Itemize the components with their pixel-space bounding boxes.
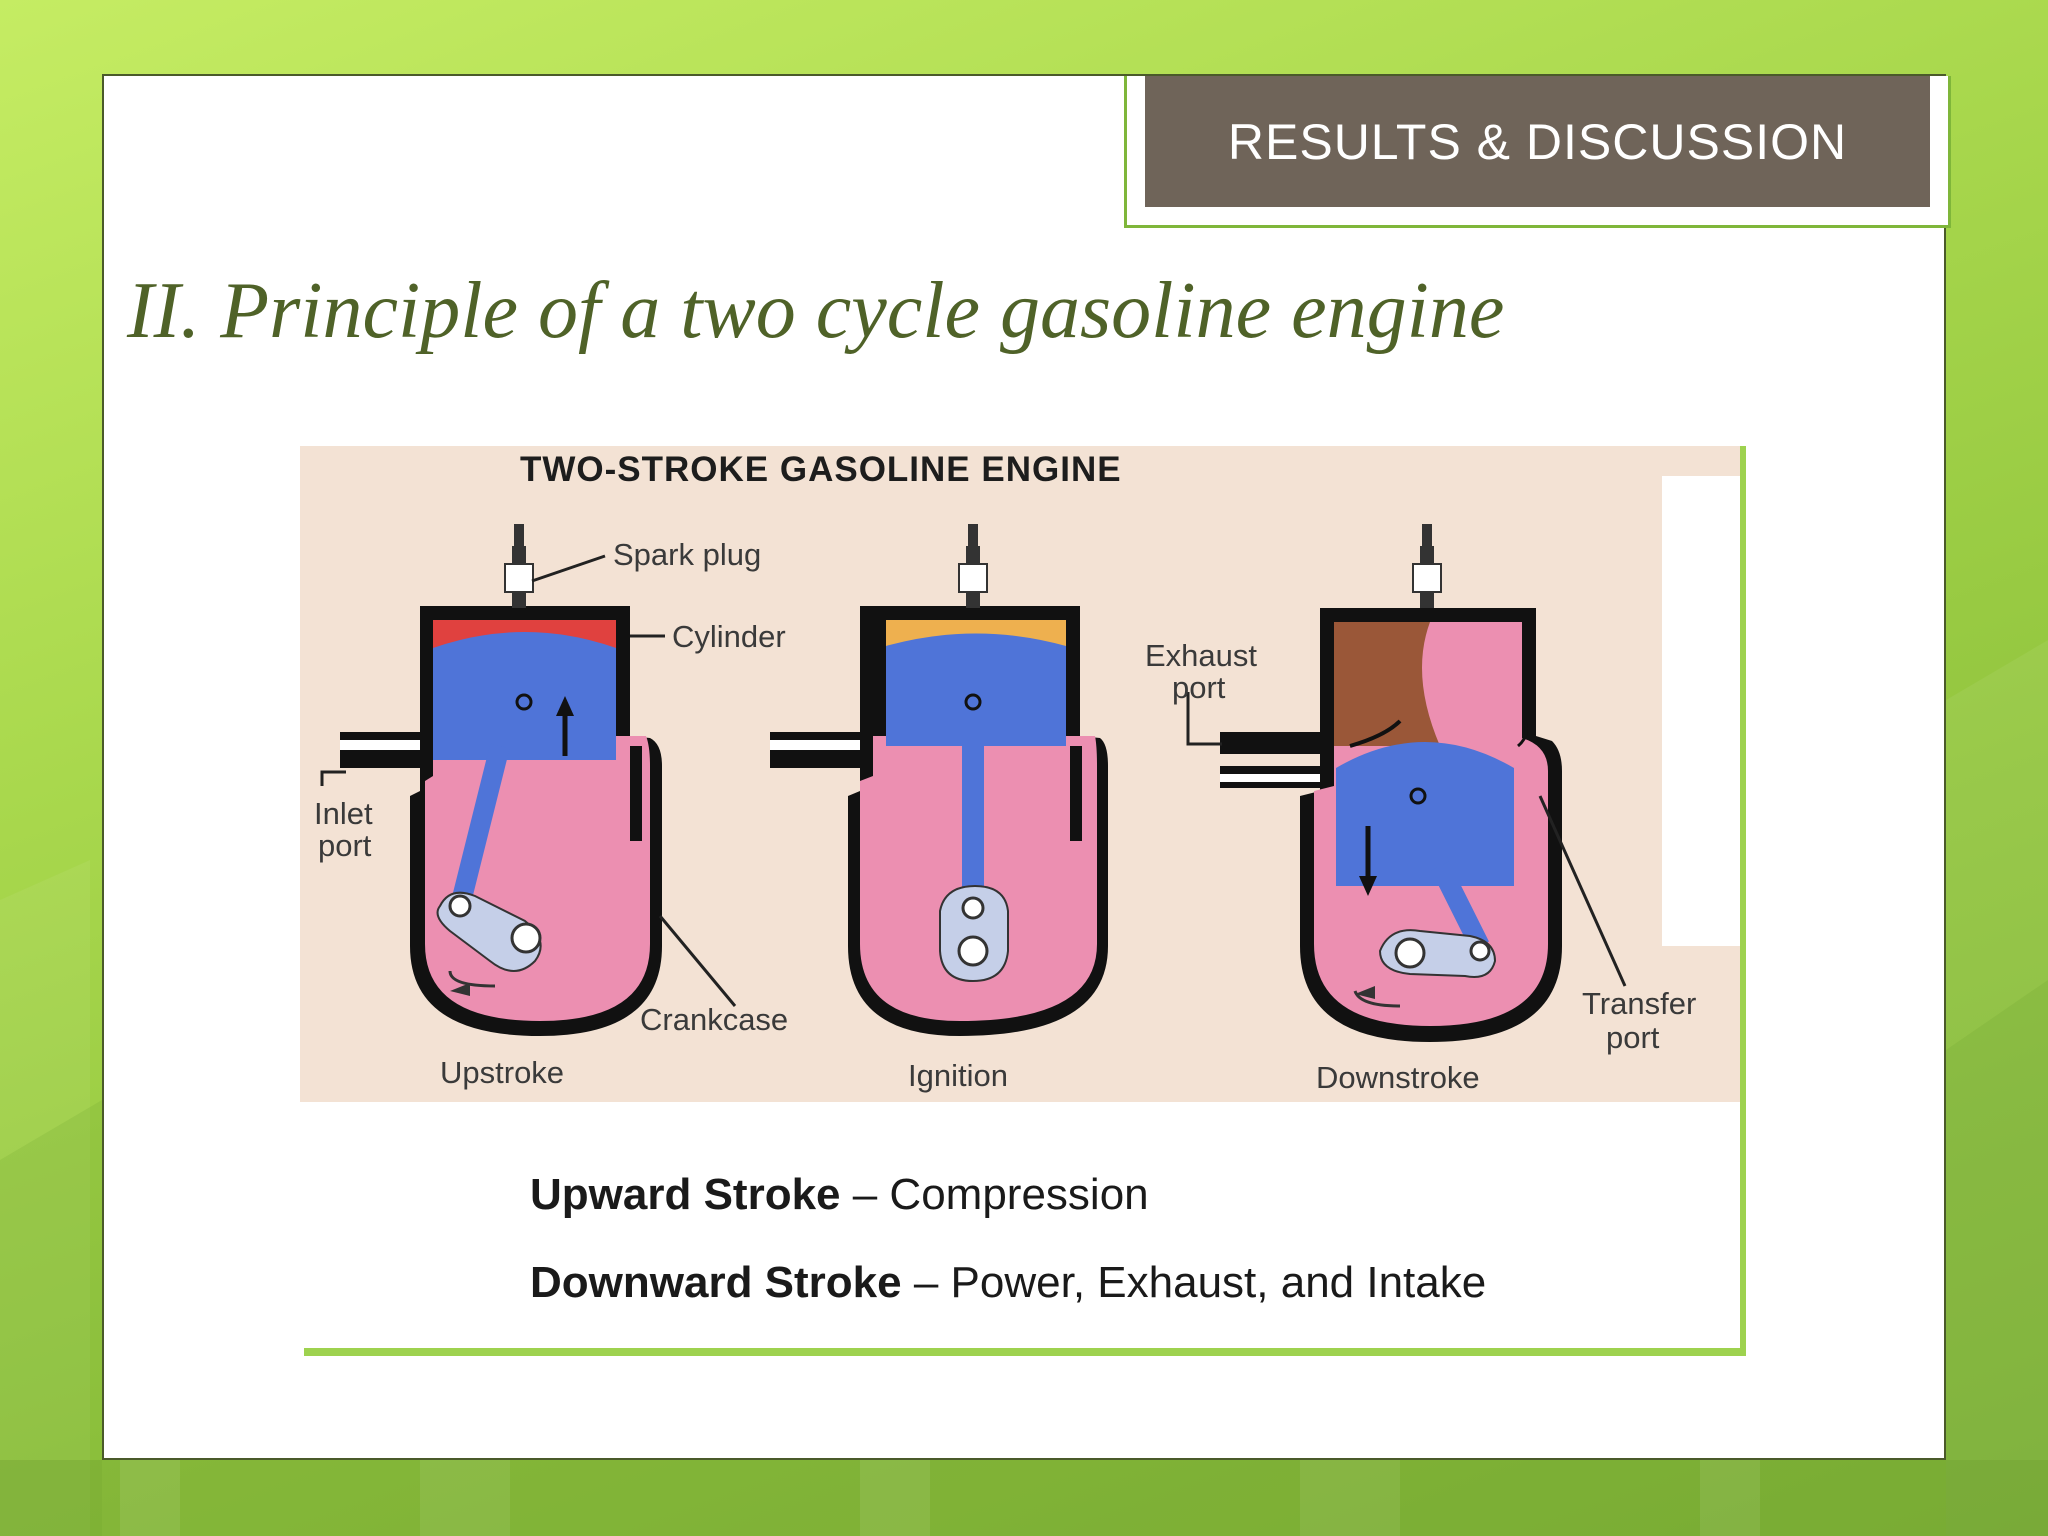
- caption-downward-term: Downward Stroke: [530, 1258, 902, 1307]
- label-crankcase: Crankcase: [640, 1002, 788, 1037]
- label-inlet-port-line1: Inlet: [314, 796, 373, 831]
- stage-label-ignition: Ignition: [908, 1058, 1008, 1093]
- section-header-tab: RESULTS & DISCUSSION: [1124, 76, 1951, 228]
- label-spark-plug: Spark plug: [613, 537, 761, 572]
- piston: [1336, 768, 1514, 886]
- caption-upward-desc: – Compression: [840, 1170, 1149, 1219]
- section-header-label: RESULTS & DISCUSSION: [1227, 113, 1848, 170]
- caption-downward-stroke: Downward Stroke – Power, Exhaust, and In…: [530, 1258, 1486, 1308]
- section-header-box: RESULTS & DISCUSSION: [1145, 76, 1930, 207]
- exhaust-gas: [1334, 622, 1440, 746]
- engine-upstroke: [340, 524, 662, 1036]
- diagram-title: TWO-STROKE GASOLINE ENGINE: [520, 450, 1122, 489]
- engine-downstroke: [1220, 524, 1562, 1042]
- slide-title: II. Principle of a two cycle gasoline en…: [127, 267, 1505, 355]
- diagram-white-patch: [1662, 476, 1740, 946]
- stage-label-upstroke: Upstroke: [440, 1055, 564, 1090]
- engine-ignition: [770, 524, 1108, 1036]
- label-transfer-port-line2: port: [1606, 1020, 1660, 1055]
- label-exhaust-port-line1: Exhaust: [1145, 638, 1257, 673]
- label-exhaust-port-line2: port: [1172, 670, 1226, 705]
- label-transfer-port-line1: Transfer: [1582, 986, 1696, 1021]
- piston: [433, 648, 616, 760]
- label-inlet-port-line2: port: [318, 828, 372, 863]
- two-stroke-diagram: TWO-STROKE GASOLINE ENGINE: [300, 446, 1740, 1102]
- caption-downward-desc: – Power, Exhaust, and Intake: [901, 1258, 1487, 1307]
- caption-upward-term: Upward Stroke: [530, 1170, 841, 1219]
- caption-upward-stroke: Upward Stroke – Compression: [530, 1170, 1149, 1220]
- label-cylinder: Cylinder: [672, 619, 786, 654]
- engine-figure: TWO-STROKE GASOLINE ENGINE: [300, 446, 1740, 1348]
- stage-label-downstroke: Downstroke: [1316, 1060, 1480, 1095]
